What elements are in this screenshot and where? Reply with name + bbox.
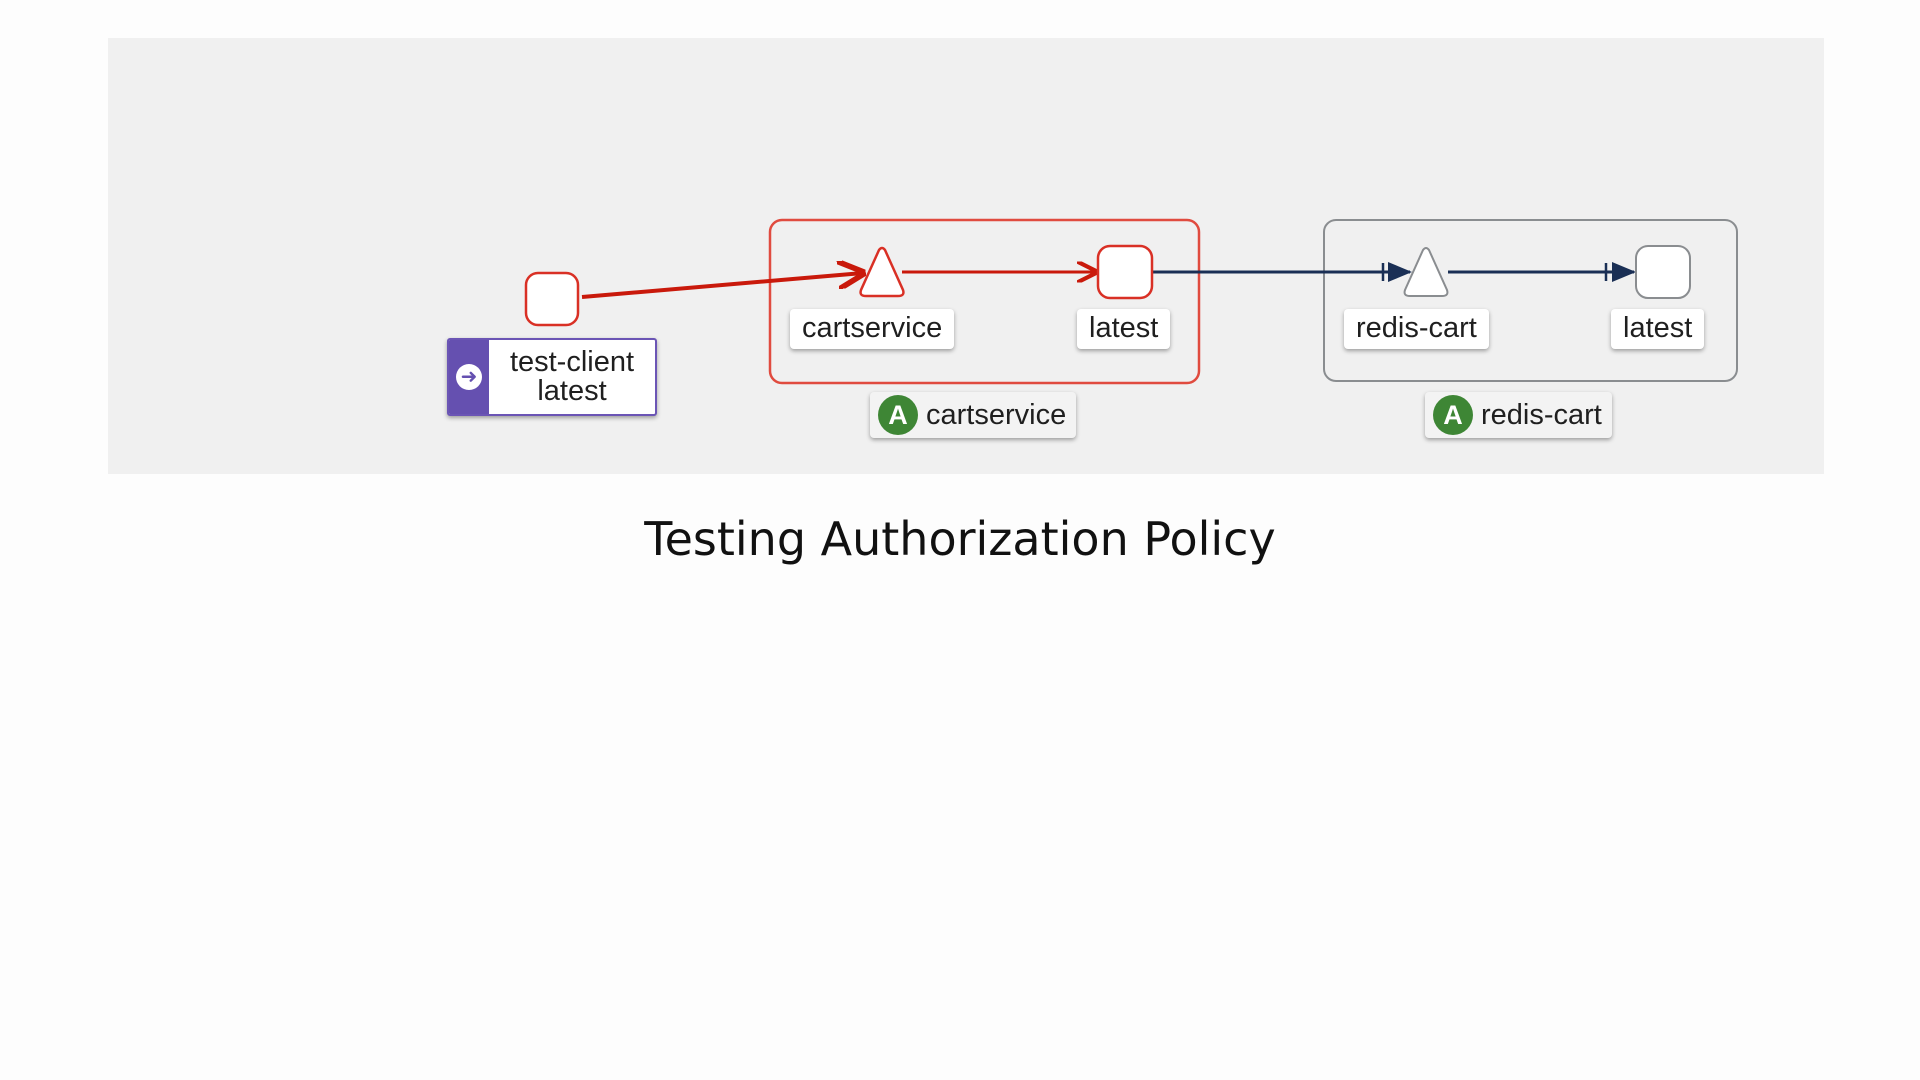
redis-cart-app-box[interactable] bbox=[1323, 219, 1738, 382]
test-client-label[interactable]: ➜ test-client latest bbox=[447, 338, 657, 416]
app-name: cartservice bbox=[926, 398, 1067, 431]
redis-cart-workload-node[interactable] bbox=[1635, 245, 1691, 299]
redis-cart-app-label[interactable]: A redis-cart bbox=[1425, 392, 1612, 438]
test-client-name: test-client bbox=[509, 346, 635, 378]
test-client-workload-node[interactable] bbox=[524, 271, 580, 327]
edge-test-client-to-cartservice[interactable] bbox=[581, 273, 863, 299]
graph-canvas bbox=[524, 218, 1738, 385]
figure-caption: Testing Authorization Policy bbox=[644, 512, 1276, 566]
cartservice-app-label[interactable]: A cartservice bbox=[870, 392, 1077, 438]
app-badge-icon: A bbox=[878, 395, 918, 435]
cartservice-service-label: cartservice bbox=[790, 309, 955, 349]
cartservice-workload-node[interactable] bbox=[1096, 244, 1154, 300]
app-badge-icon: A bbox=[1433, 395, 1473, 435]
app-name: redis-cart bbox=[1481, 398, 1602, 431]
cartservice-app-box[interactable] bbox=[768, 218, 1201, 385]
cartservice-service-node[interactable] bbox=[859, 246, 905, 298]
root-node-badge: ➜ bbox=[449, 340, 489, 414]
arrow-right-circle-icon: ➜ bbox=[456, 364, 482, 390]
test-client-version: latest bbox=[537, 375, 607, 407]
service-graph-panel: cartservice latest redis-cart latest A c… bbox=[108, 38, 1824, 474]
cartservice-workload-label: latest bbox=[1077, 309, 1171, 349]
redis-cart-service-label: redis-cart bbox=[1344, 309, 1489, 349]
redis-cart-service-node[interactable] bbox=[1403, 247, 1449, 297]
redis-cart-workload-label: latest bbox=[1611, 309, 1705, 349]
